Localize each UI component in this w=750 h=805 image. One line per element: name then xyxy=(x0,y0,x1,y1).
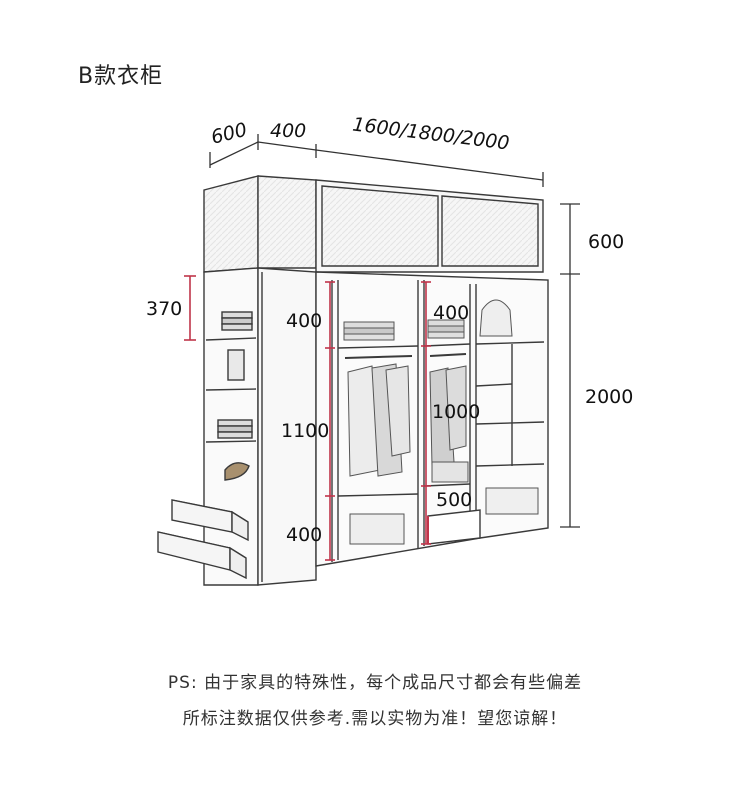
shelf-right-top-label: 400 xyxy=(433,302,469,324)
page-title: B款衣柜 xyxy=(78,64,164,89)
top-cabinet xyxy=(315,179,544,273)
disclaimer-line-1: PS: 由于家具的特殊性，每个成品尺寸都会有些偏差 xyxy=(167,673,583,693)
side-unit-label: 400 xyxy=(270,120,306,142)
left-side-cabinet xyxy=(157,175,259,586)
disclaimer-line-2: 所标注数据仅供参考.需以实物为准！望您谅解！ xyxy=(182,709,568,729)
drawer-right-label: 500 xyxy=(436,489,472,511)
shelf-left-label: 370 xyxy=(146,298,182,320)
hang-center-label: 1100 xyxy=(281,420,329,442)
side-column xyxy=(257,175,317,586)
bottom-center-label: 400 xyxy=(286,524,322,546)
hanging-clothes xyxy=(343,299,539,545)
top-height-label: 600 xyxy=(588,231,624,253)
hang-right-label: 1000 xyxy=(432,401,480,423)
height-markers xyxy=(184,275,431,561)
wardrobe-diagram: 600 400 1600/1800/2000 600 2000 370 400 … xyxy=(146,113,633,586)
body-height-label: 2000 xyxy=(585,386,633,408)
shelf-center-top-label: 400 xyxy=(286,310,322,332)
right-dimension-bars xyxy=(560,203,580,528)
top-dimension-lines xyxy=(209,134,544,187)
depth-side-label: 600 xyxy=(209,119,250,149)
main-widths-label: 1600/1800/2000 xyxy=(351,113,510,154)
front-drawer xyxy=(427,509,481,545)
